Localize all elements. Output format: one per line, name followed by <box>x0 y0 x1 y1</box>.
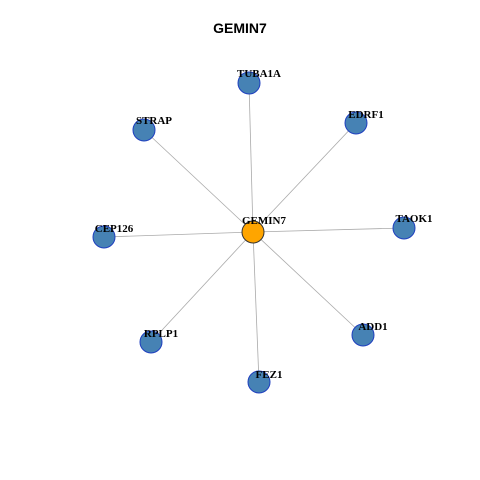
nodes <box>92 71 416 394</box>
edge-gemin7-cep126 <box>103 231 254 238</box>
edge-gemin7-add1 <box>252 231 364 336</box>
node-label-cep126: CEP126 <box>95 223 134 235</box>
edge-gemin7-taok1 <box>252 227 405 233</box>
edge-gemin7-tuba1a <box>248 82 254 233</box>
node-strap <box>132 118 156 142</box>
node-rplp1 <box>139 330 163 354</box>
node-label-taok1: TAOK1 <box>395 213 432 225</box>
node-cep126 <box>92 225 116 249</box>
edge-gemin7-strap <box>143 129 254 233</box>
node-label-fez1: FEZ1 <box>256 369 283 381</box>
node-label-tuba1a: TUBA1A <box>237 68 281 80</box>
diagram-title: GEMIN7 <box>213 20 267 36</box>
node-label-edrf1: EDRF1 <box>348 109 383 121</box>
node-label-strap: STRAP <box>136 115 172 127</box>
node-label-rplp1: RPLP1 <box>144 328 178 340</box>
edges <box>103 82 405 383</box>
node-label-gemin7: GEMIN7 <box>242 215 287 227</box>
node-label-add1: ADD1 <box>358 321 387 333</box>
node-fez1 <box>247 370 271 394</box>
node-tuba1a <box>237 71 261 95</box>
node-taok1 <box>392 216 416 240</box>
node-add1 <box>351 323 375 347</box>
node-gemin7 <box>241 220 265 244</box>
edge-gemin7-rplp1 <box>150 231 254 343</box>
edge-gemin7-fez1 <box>252 231 260 383</box>
edge-gemin7-edrf1 <box>252 122 357 233</box>
node-edrf1 <box>344 111 368 135</box>
